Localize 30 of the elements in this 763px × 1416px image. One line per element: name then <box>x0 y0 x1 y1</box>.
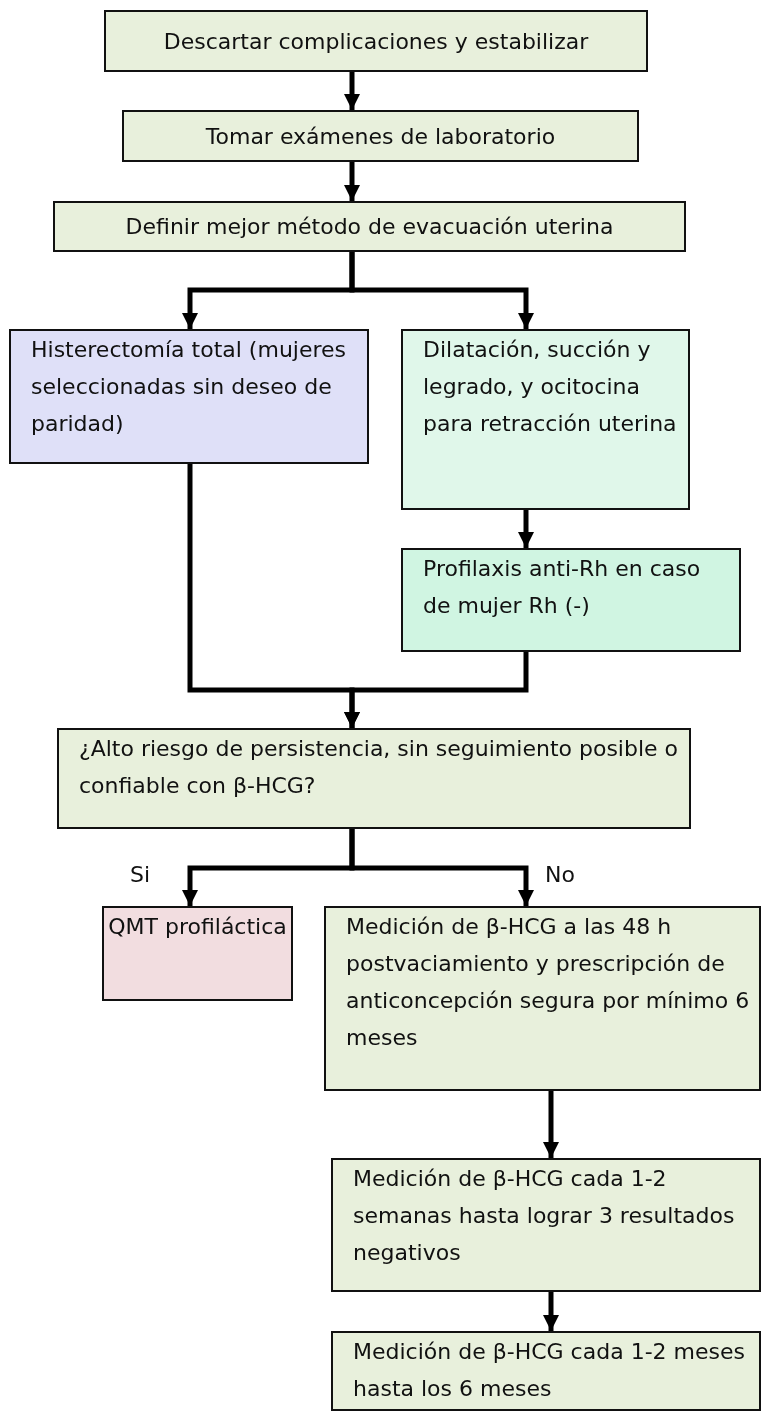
process-box <box>122 110 639 162</box>
box-text: Dilatación, succión y legrado, y ocitocina para retracción uterina <box>423 336 678 438</box>
arrow <box>344 162 360 201</box>
process-box <box>331 1331 761 1411</box>
arrow <box>349 252 534 329</box>
box-text: ¿Alto riesgo de persistencia, sin seguimiento posible o confiable con β-HCG? <box>79 735 680 800</box>
box-text: Descartar complicaciones y estabilizar <box>163 27 589 56</box>
arrow <box>543 1292 559 1331</box>
process-box <box>331 1158 761 1292</box>
arrow <box>344 72 360 110</box>
box-text: Medición de β-HCG a las 48 h postvaciamiento y prescripción de anticoncepción segura por mínimo 6 meses <box>346 913 751 1052</box>
box-text: Medición de β-HCG cada 1-2 semanas hasta lograr 3 resultados negativos <box>353 1165 736 1267</box>
arrow <box>344 652 529 728</box>
arrow <box>518 510 534 548</box>
process-box <box>9 329 369 464</box>
process-box <box>57 728 691 829</box>
process-box <box>401 329 690 510</box>
process-box <box>401 548 741 652</box>
process-box <box>104 10 648 72</box>
box-text: Medición de β-HCG cada 1-2 meses hasta los 6 meses <box>353 1338 746 1403</box>
box-text: Tomar exámenes de laboratorio <box>205 122 556 151</box>
process-box <box>102 906 293 1001</box>
process-box <box>53 201 686 252</box>
box-text: Definir mejor método de evacuación uterina <box>125 213 614 241</box>
box-text: QMT profiláctica <box>108 913 287 941</box>
arrow <box>543 1091 559 1158</box>
arrow <box>349 829 534 906</box>
box-text: Profilaxis anti-Rh en caso de mujer Rh (-) <box>423 555 702 620</box>
process-box <box>324 906 761 1091</box>
box-text: Histerectomía total (mujeres seleccionadas sin deseo de paridad) <box>31 336 348 438</box>
